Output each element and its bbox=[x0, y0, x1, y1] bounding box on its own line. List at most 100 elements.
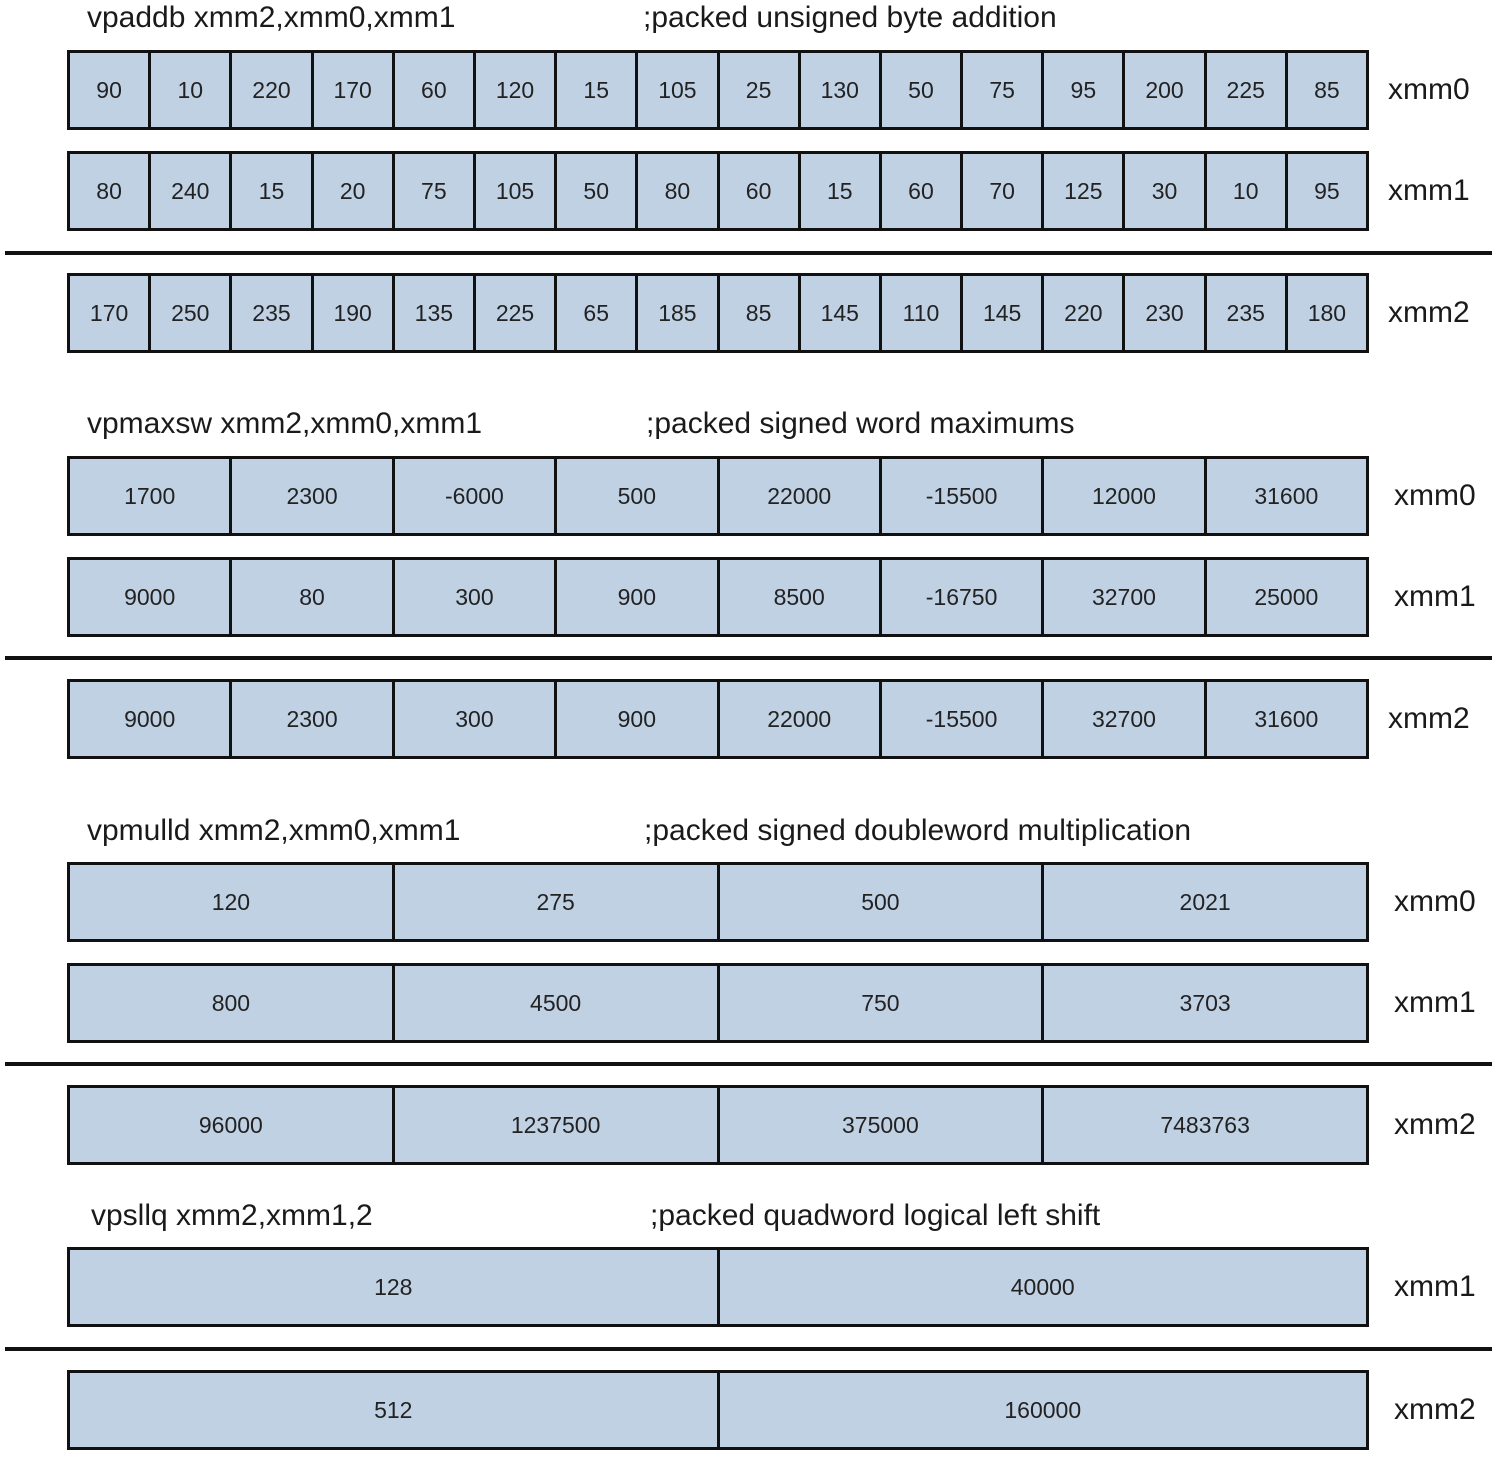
register-element: 105 bbox=[635, 53, 716, 127]
register-element: 40000 bbox=[716, 1250, 1367, 1324]
register-element: 130 bbox=[797, 53, 879, 127]
register-element: 25000 bbox=[1203, 560, 1366, 634]
register-element: 240 bbox=[148, 154, 229, 228]
result-divider bbox=[5, 1062, 1492, 1066]
register-element: 25 bbox=[716, 53, 798, 127]
register-element: 30 bbox=[1122, 154, 1203, 228]
register-element: 220 bbox=[1041, 276, 1122, 350]
register-label: xmm2 bbox=[1394, 1393, 1476, 1426]
register-element: 60 bbox=[716, 154, 798, 228]
register-element: 135 bbox=[391, 276, 473, 350]
register-element: 500 bbox=[716, 865, 1042, 939]
register-label: xmm0 bbox=[1394, 885, 1476, 918]
register-element: 220 bbox=[229, 53, 310, 127]
register-element: 145 bbox=[797, 276, 879, 350]
register-element: 900 bbox=[554, 682, 716, 756]
register-element: 185 bbox=[635, 276, 716, 350]
instruction-text: vpsllq xmm2,xmm1,2 bbox=[91, 1199, 373, 1232]
register-element: 90 bbox=[96, 76, 122, 103]
register-label: xmm1 bbox=[1394, 1270, 1476, 1303]
register-element: 512 bbox=[374, 1396, 413, 1423]
register-element: 70 bbox=[960, 154, 1041, 228]
register-element: 250 bbox=[148, 276, 229, 350]
register-element: 32700 bbox=[1041, 560, 1203, 634]
register-element: 2300 bbox=[229, 459, 391, 533]
register-element: 31600 bbox=[1203, 682, 1366, 756]
register-element: 275 bbox=[391, 865, 717, 939]
register-element: 60 bbox=[878, 154, 960, 228]
register-label: xmm2 bbox=[1388, 702, 1470, 735]
register-element: 750 bbox=[716, 966, 1042, 1040]
register-element: 190 bbox=[310, 276, 392, 350]
register-element: 15 bbox=[554, 53, 635, 127]
register-label: xmm2 bbox=[1388, 296, 1470, 329]
register-label: xmm1 bbox=[1394, 580, 1476, 613]
register-element: 375000 bbox=[716, 1088, 1042, 1162]
register-element: 8500 bbox=[716, 560, 879, 634]
register-element: 95 bbox=[1041, 53, 1122, 127]
comment-text: ;packed signed doubleword multiplication bbox=[644, 814, 1192, 847]
register-element: 7483763 bbox=[1041, 1088, 1366, 1162]
result-divider bbox=[5, 251, 1492, 255]
result-divider bbox=[5, 656, 1492, 660]
register-element: 110 bbox=[878, 276, 960, 350]
register-label: xmm0 bbox=[1388, 73, 1470, 106]
register-element: 95 bbox=[1284, 154, 1366, 228]
instruction-text: vpmaxsw xmm2,xmm0,xmm1 bbox=[87, 407, 483, 440]
register-element: 120 bbox=[211, 888, 251, 915]
register-element: 10 bbox=[1203, 154, 1285, 228]
register-element: 85 bbox=[716, 276, 798, 350]
register-element: 235 bbox=[229, 276, 310, 350]
register-element: 2021 bbox=[1041, 865, 1366, 939]
register-element: 145 bbox=[960, 276, 1041, 350]
register-element: 15 bbox=[229, 154, 310, 228]
register-element: -15500 bbox=[878, 682, 1041, 756]
register-element: 2300 bbox=[229, 682, 391, 756]
register-element: 230 bbox=[1122, 276, 1203, 350]
register-element: 80 bbox=[96, 177, 122, 204]
register-element: 200 bbox=[1122, 53, 1203, 127]
register-element: 32700 bbox=[1041, 682, 1203, 756]
register-label: xmm1 bbox=[1388, 174, 1470, 207]
register-element: 3703 bbox=[1041, 966, 1366, 1040]
instruction-text: vpaddb xmm2,xmm0,xmm1 bbox=[87, 1, 456, 34]
register-element: 80 bbox=[229, 560, 391, 634]
register-element: 180 bbox=[1284, 276, 1366, 350]
comment-text: ;packed signed word maximums bbox=[646, 407, 1075, 440]
comment-text: ;packed quadword logical left shift bbox=[650, 1199, 1101, 1232]
register-element: 105 bbox=[472, 154, 554, 228]
register-element: 900 bbox=[554, 560, 716, 634]
register-element: 10 bbox=[148, 53, 229, 127]
register-element: 9000 bbox=[124, 705, 176, 732]
register-element: 1237500 bbox=[391, 1088, 717, 1162]
register-element: 300 bbox=[391, 560, 554, 634]
register-element: 96000 bbox=[198, 1111, 263, 1138]
register-element: -16750 bbox=[878, 560, 1041, 634]
register-element: 9000 bbox=[124, 583, 176, 610]
register-element: 170 bbox=[310, 53, 392, 127]
register-label: xmm2 bbox=[1394, 1108, 1476, 1141]
register-element: 60 bbox=[391, 53, 473, 127]
register-element: 125 bbox=[1041, 154, 1122, 228]
register-element: 4500 bbox=[391, 966, 717, 1040]
register-element: 235 bbox=[1203, 276, 1285, 350]
register-element: 15 bbox=[797, 154, 879, 228]
register-element: 20 bbox=[310, 154, 392, 228]
register-element: 75 bbox=[960, 53, 1041, 127]
register-element: 65 bbox=[554, 276, 635, 350]
register-element: 1700 bbox=[124, 482, 176, 509]
register-element: 800 bbox=[211, 989, 251, 1016]
register-element: 50 bbox=[554, 154, 635, 228]
register-element: 120 bbox=[472, 53, 554, 127]
register-element: 22000 bbox=[716, 459, 879, 533]
register-element: 225 bbox=[472, 276, 554, 350]
register-element: 500 bbox=[554, 459, 716, 533]
register-element: 160000 bbox=[716, 1373, 1367, 1447]
